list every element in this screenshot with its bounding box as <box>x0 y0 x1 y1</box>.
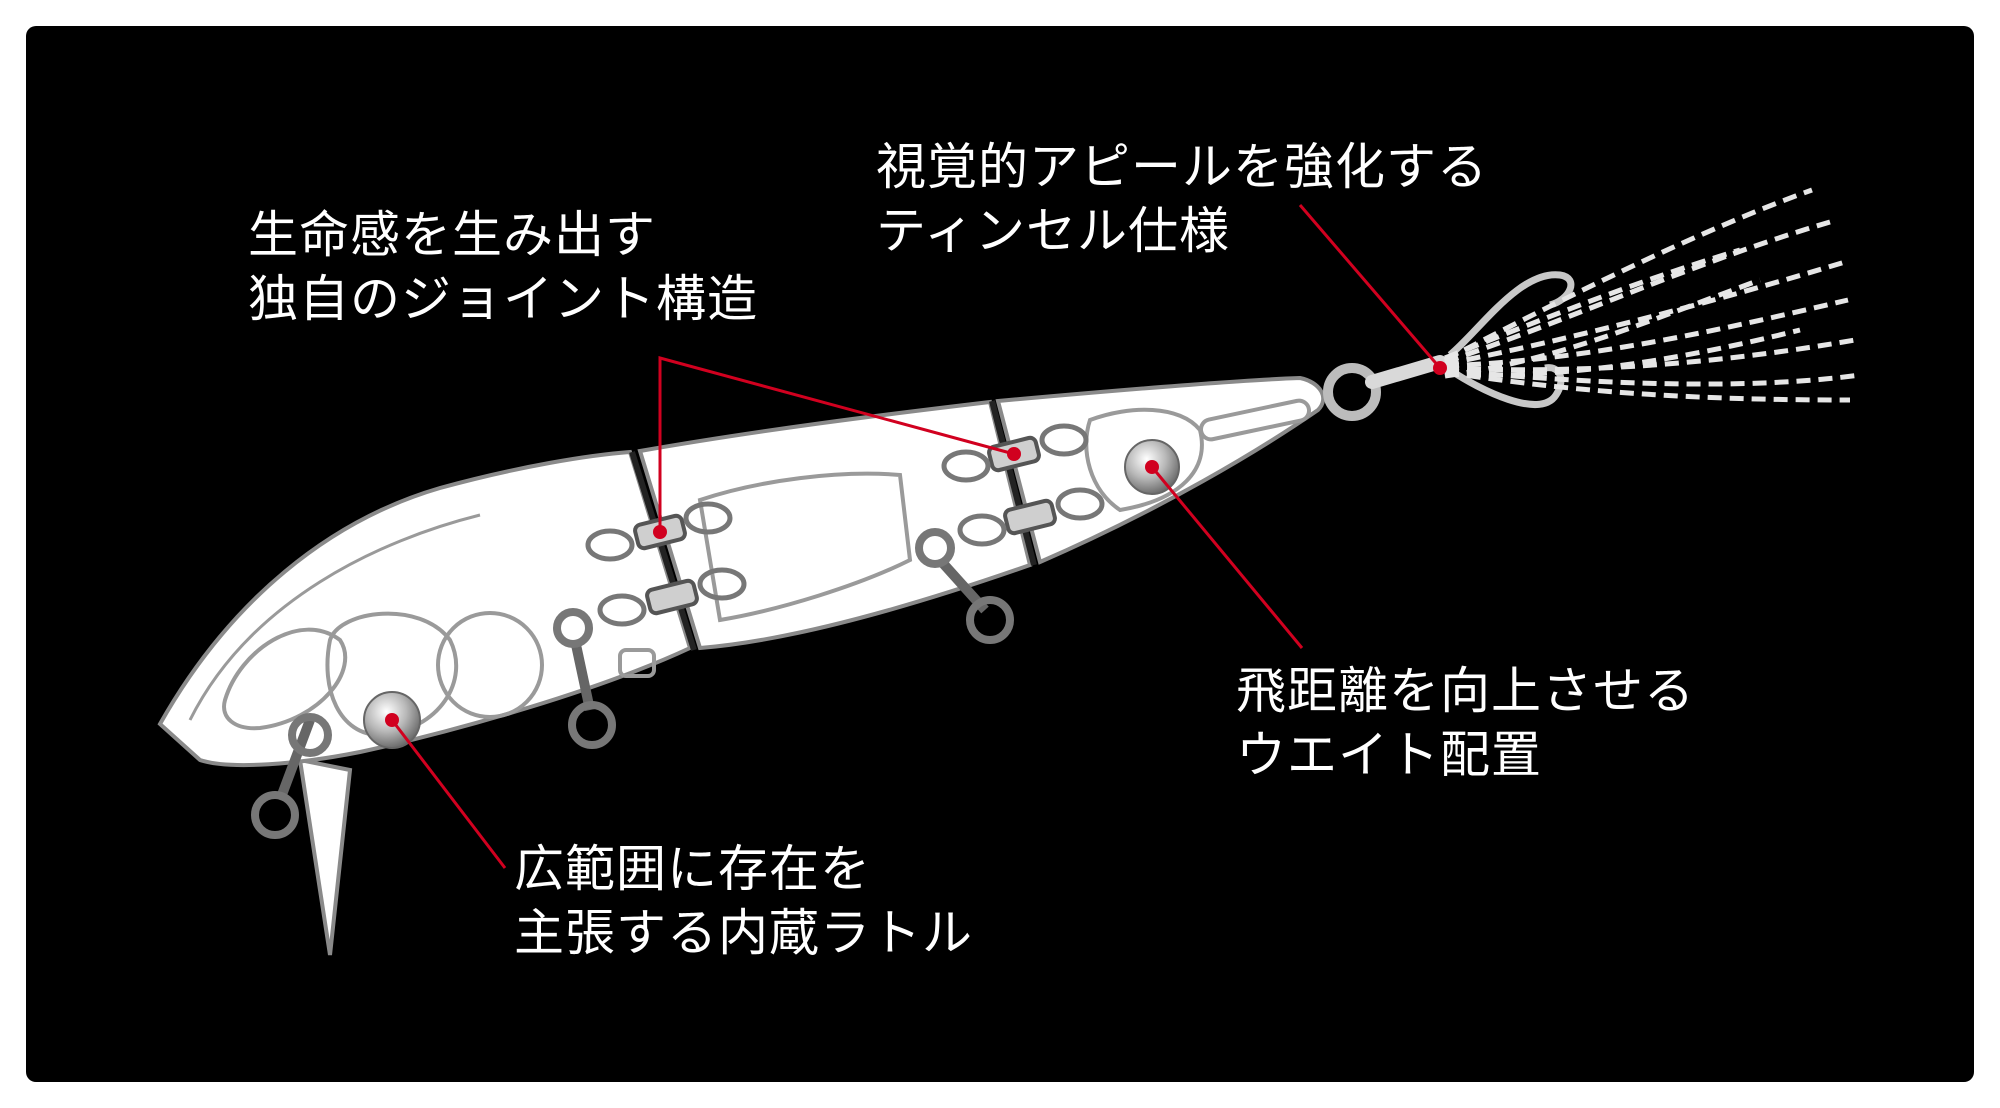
leader-joint <box>658 356 1015 532</box>
tinsel-skirt <box>1443 187 1861 403</box>
tail-hook-shank <box>1365 355 1447 389</box>
leader-dots <box>385 361 1447 727</box>
leader-weight <box>1150 466 1304 649</box>
leader-lines <box>390 204 1442 869</box>
lure-lip <box>297 757 353 956</box>
lure-body-middle <box>637 399 1033 651</box>
callout-weight-line1: 飛距離を向上させる <box>1236 662 1695 720</box>
head-chamber <box>222 627 348 731</box>
callout-tinsel-line1: 視覚的アピールを強化する <box>876 138 1488 196</box>
callout-joint-line2: 独自のジョイント構造 <box>248 270 758 328</box>
line-tie-slot <box>1198 398 1312 442</box>
split-ring <box>1323 363 1381 421</box>
callout-rattle-line2: 主張する内蔵ラトル <box>514 904 973 962</box>
callout-joint-line1: 生命感を生み出す <box>248 206 656 264</box>
joint-line-2 <box>989 400 1037 566</box>
lure-body-head <box>157 449 693 768</box>
callout-rattle-line1: 広範囲に存在を <box>514 840 871 898</box>
joint-pin-2a <box>941 423 1089 483</box>
callout-weight: 飛距離を向上させる ウエイト配置 <box>1236 659 1695 787</box>
rattle-chamber-round <box>436 611 544 719</box>
callout-tinsel-line2: ティンセル仕様 <box>876 202 1230 260</box>
callout-joint-structure: 生命感を生み出す 独自のジョイント構造 <box>248 203 758 331</box>
joint-pin-2b <box>957 487 1105 547</box>
hook-eye-front <box>251 713 332 839</box>
callout-tinsel: 視覚的アピールを強化する ティンセル仕様 <box>876 135 1488 263</box>
joint-line-1 <box>629 451 697 651</box>
leader-tinsel <box>1298 204 1442 369</box>
leader-rattle <box>390 719 507 869</box>
callout-rattle: 広範囲に存在を 主張する内蔵ラトル <box>514 837 973 965</box>
head-outline-inner <box>188 513 481 721</box>
tail-hook-barb-top <box>1447 271 1575 358</box>
callout-weight-line2: ウエイト配置 <box>1236 726 1542 784</box>
hook-eye-middle <box>553 608 616 749</box>
middle-slot <box>618 648 656 678</box>
middle-chamber <box>697 471 913 623</box>
joint-pin-1b <box>597 567 747 627</box>
tail-chamber <box>1084 407 1204 513</box>
hook-eye-tail <box>915 528 1014 644</box>
